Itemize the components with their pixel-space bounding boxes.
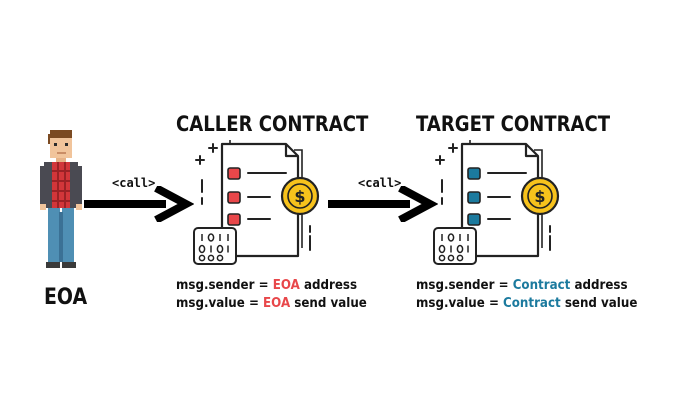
target-msg-sender-line: msg.sender = Contract address <box>416 276 637 294</box>
caller-sender-suffix: address <box>299 277 358 293</box>
caller-value-suffix: send value <box>290 295 367 311</box>
target-sender-suffix: address <box>570 277 628 293</box>
caller-value-highlight: EOA <box>263 295 291 311</box>
target-value-highlight: Contract <box>503 295 561 311</box>
target-value-suffix: send value <box>560 295 638 311</box>
svg-text:$: $ <box>294 187 305 206</box>
call-label-1: <call> <box>112 176 156 190</box>
caller-contract-info: msg.sender = EOA address msg.value = EOA… <box>176 276 367 312</box>
target-sender-prefix: msg.sender = <box>416 277 513 293</box>
caller-msg-value-line: msg.value = EOA send value <box>176 294 367 312</box>
caller-msg-sender-line: msg.sender = EOA address <box>176 276 367 294</box>
caller-contract-title: CALLER CONTRACT <box>176 112 369 136</box>
target-sender-highlight: Contract <box>512 277 571 293</box>
caller-contract-document-icon: $ <box>193 140 320 265</box>
target-contract-document-icon: $ <box>433 140 560 265</box>
person-icon <box>40 130 82 268</box>
target-value-prefix: msg.value = <box>416 295 504 311</box>
arrow-right-icon <box>328 186 438 222</box>
target-contract-title: TARGET CONTRACT <box>416 112 611 136</box>
caller-value-prefix: msg.value = <box>176 295 264 311</box>
target-msg-value-line: msg.value = Contract send value <box>416 294 637 312</box>
call-label-2: <call> <box>358 176 402 190</box>
target-contract-info: msg.sender = Contract address msg.value … <box>416 276 637 312</box>
caller-sender-prefix: msg.sender = <box>176 277 273 293</box>
eoa-label: EOA <box>44 285 88 310</box>
svg-text:$: $ <box>534 187 545 206</box>
arrow-right-icon <box>84 186 194 222</box>
caller-sender-highlight: EOA <box>272 277 300 293</box>
